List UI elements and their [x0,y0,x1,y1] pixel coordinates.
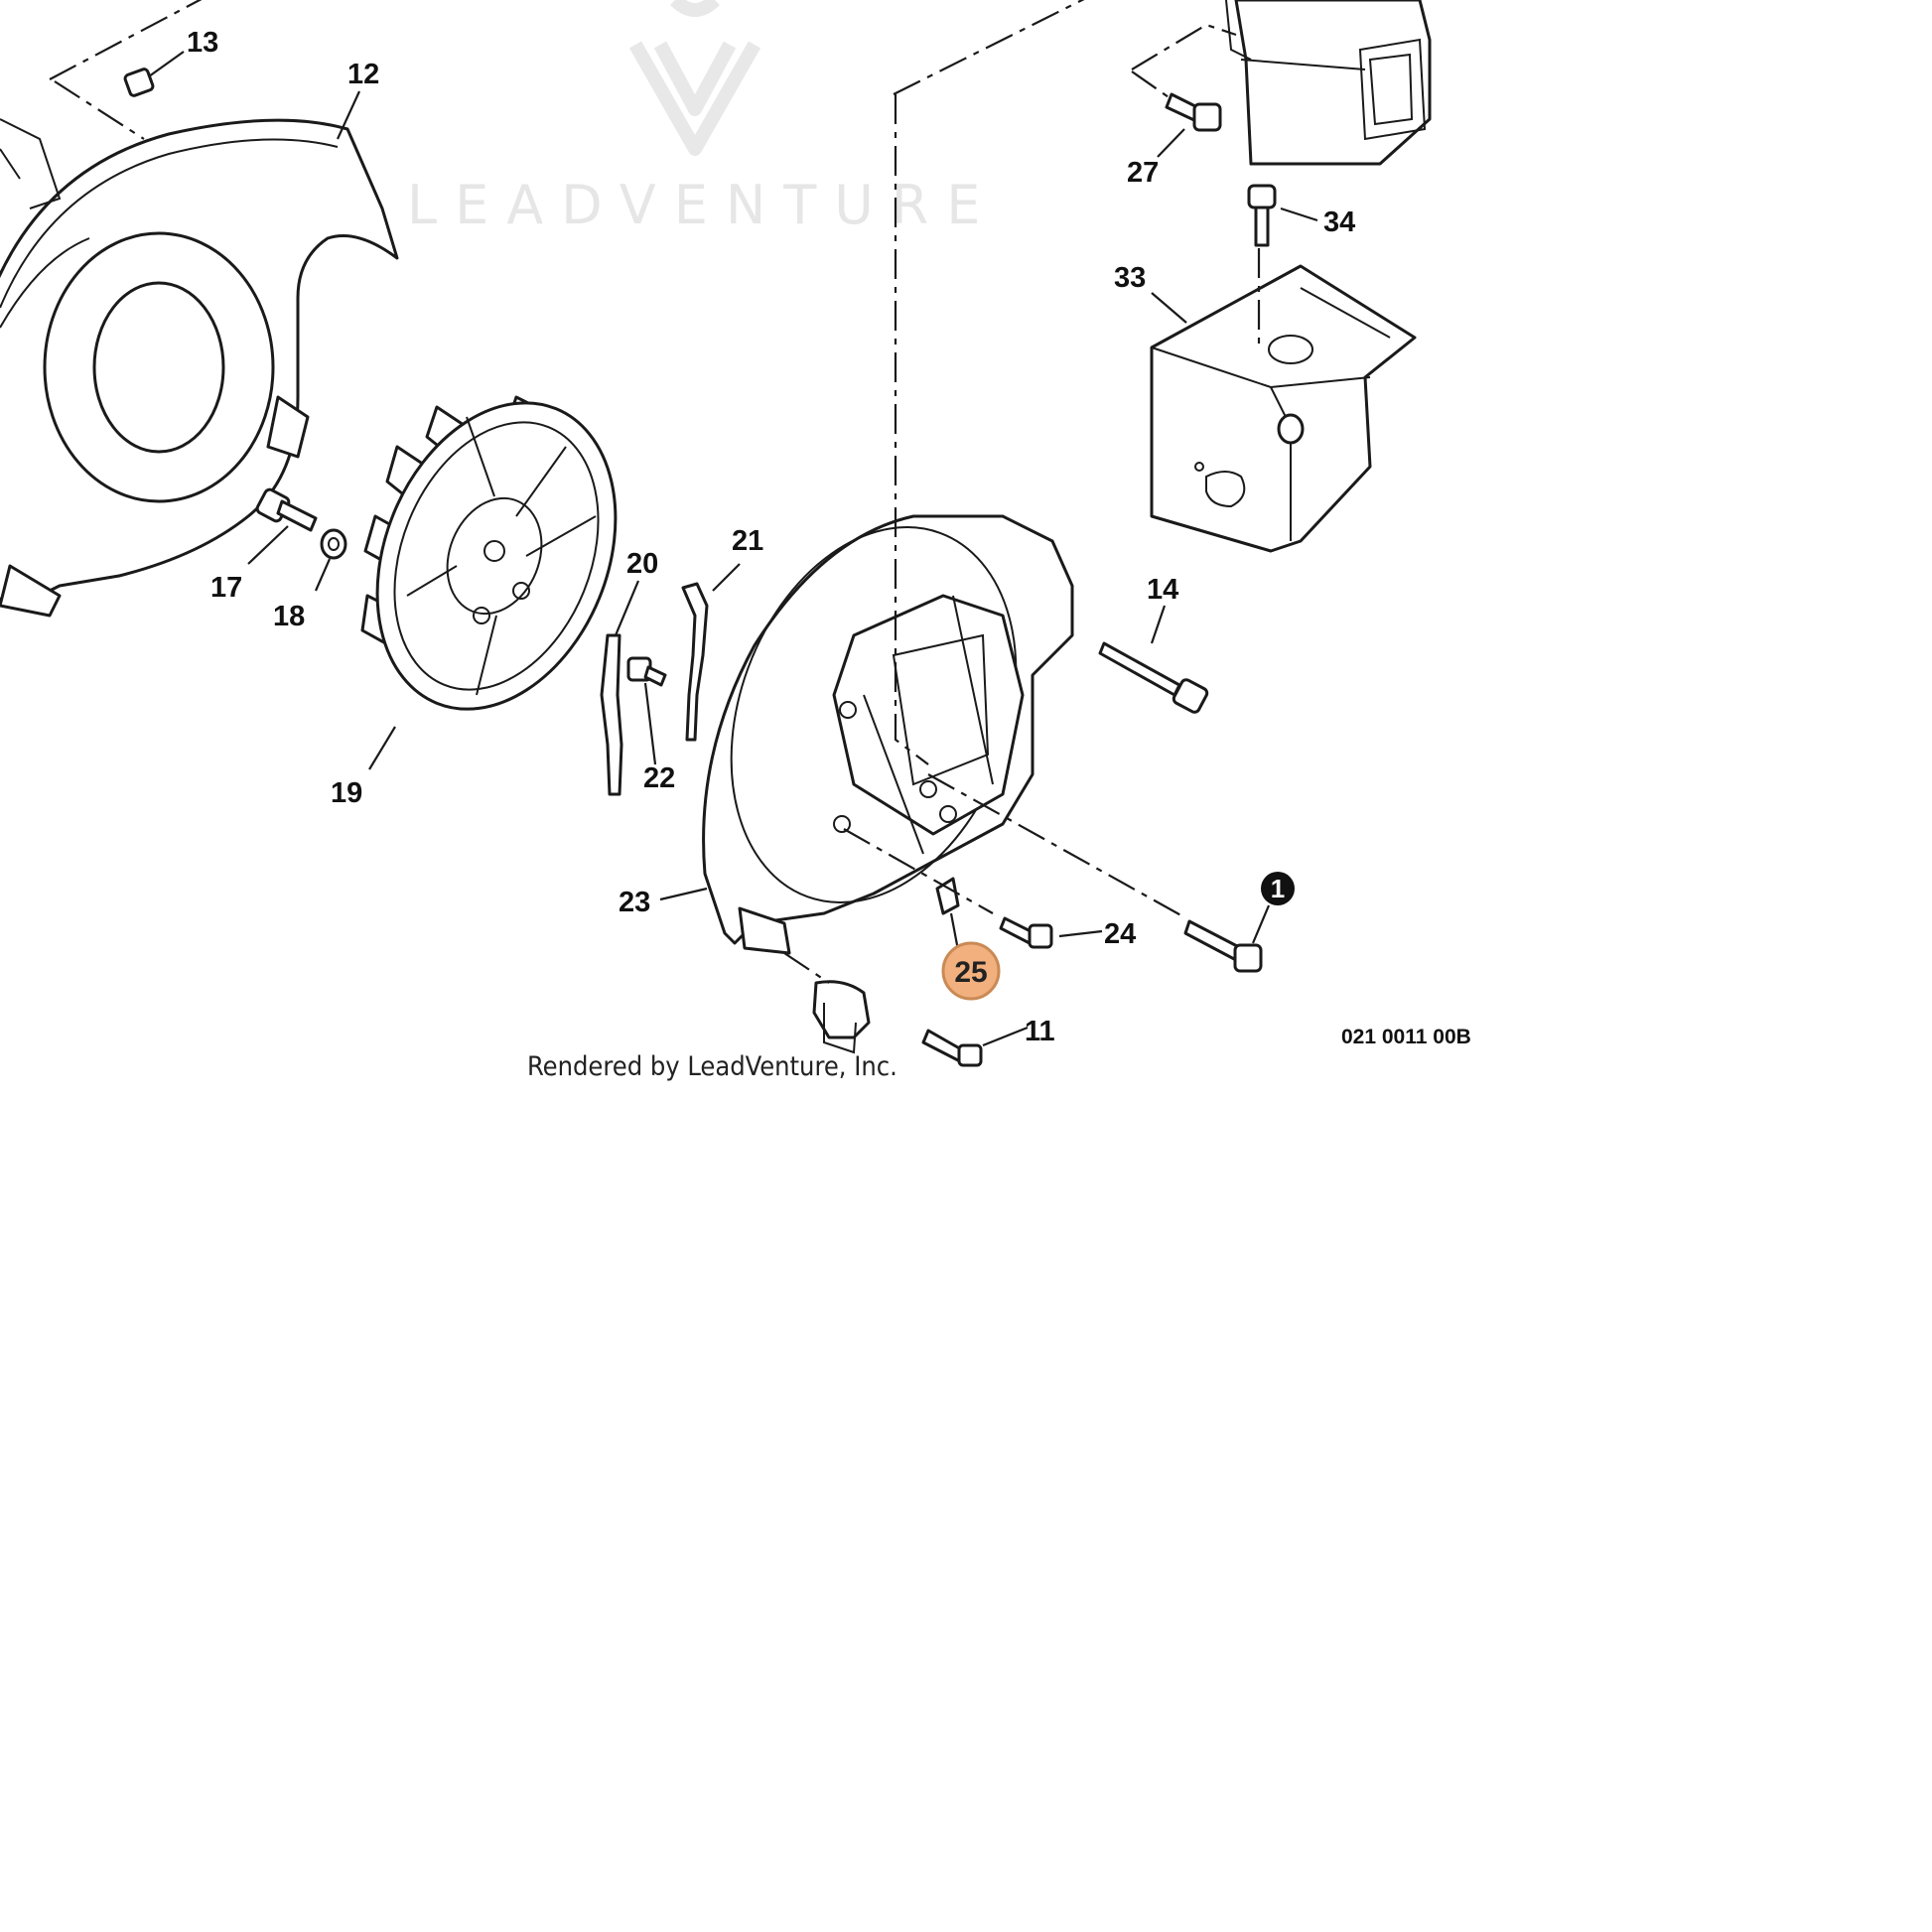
part-27-bolt[interactable] [1165,92,1222,132]
part-25-clip[interactable] [935,877,960,915]
part-20-bracket[interactable] [600,633,623,796]
callout-14[interactable]: 14 [1147,574,1178,606]
callout-25-label: 25 [954,956,987,989]
watermark-text: LEADVENTURE [407,174,998,236]
part-22-screw[interactable] [626,656,667,687]
rendered-by-credit: Rendered by LeadVenture, Inc. [527,1051,897,1082]
callout-24[interactable]: 24 [1104,918,1136,950]
part-14-bolt[interactable] [1098,641,1209,714]
part-11-screw[interactable] [812,980,983,1067]
callout-12[interactable]: 12 [347,59,379,90]
part-1-bolt[interactable] [1183,919,1263,973]
callout-17[interactable]: 17 [210,572,242,604]
callout-1-badge[interactable]: 1 [1261,872,1295,905]
callout-21[interactable]: 21 [732,525,763,557]
callout-25-highlighted[interactable]: 25 [941,941,1001,1001]
part-23-rear-housing[interactable] [681,487,1074,955]
engine-cylinder [1225,0,1432,166]
callout-11[interactable]: 11 [1025,1016,1055,1047]
part-21-bracket[interactable] [681,582,709,742]
watermark-logo-icon [628,0,761,156]
callout-27[interactable]: 27 [1127,157,1159,189]
callout-23[interactable]: 23 [619,887,650,918]
leader-lines [148,51,1318,1047]
callout-34[interactable]: 34 [1323,207,1355,238]
callout-19[interactable]: 19 [331,777,362,809]
callout-1-label: 1 [1271,874,1285,903]
leadventure-watermark: LEADVENTURE [407,0,998,236]
callout-33[interactable]: 33 [1114,262,1146,294]
part-12-fan-housing[interactable] [0,118,399,618]
part-13-nut[interactable] [123,68,155,97]
part-19-impeller[interactable] [334,367,659,746]
part-18-washer[interactable] [320,528,347,560]
diagram-code: 021 0011 00B [1341,1026,1471,1048]
callout-labels: 13 12 27 34 33 14 21 20 17 18 19 22 23 2… [187,27,1355,1047]
assembly-guide-lines [49,0,1261,984]
callout-13[interactable]: 13 [187,27,218,59]
part-34-screw[interactable] [1247,184,1277,247]
callout-22[interactable]: 22 [643,762,675,794]
part-33-muffler-cover[interactable] [1150,264,1417,553]
part-17-bolt[interactable] [255,487,318,532]
part-24-screw[interactable] [999,916,1053,949]
callout-18[interactable]: 18 [273,601,305,632]
callout-20[interactable]: 20 [626,548,658,580]
